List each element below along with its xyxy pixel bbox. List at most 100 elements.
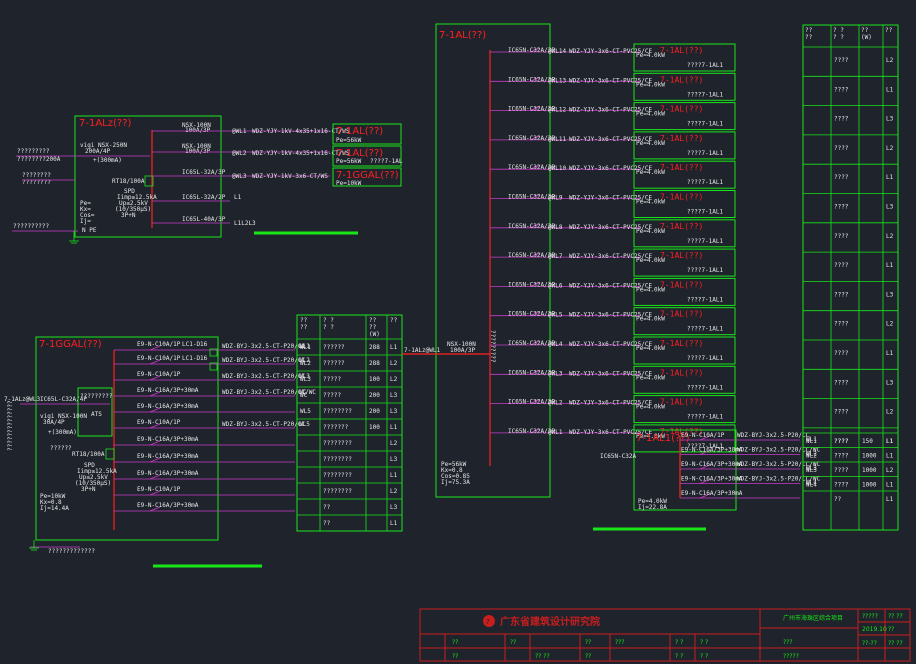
al-circuit-tag: @WL10 <box>548 165 566 172</box>
right-table-cell: L2 <box>886 321 894 328</box>
tb-cell-14: ????? <box>862 613 878 620</box>
ggal-table-header: ? ? <box>323 317 334 324</box>
alz-main-rating: 200A/4P <box>85 148 111 155</box>
al-feeder-box <box>633 43 736 72</box>
alz-b1r: 100A/3P <box>185 127 211 134</box>
al-breaker-label: IC65N-C32A/3P <box>508 428 555 435</box>
al1-table-cell: ?? <box>834 496 842 503</box>
right-table-header: ?? <box>805 27 813 34</box>
right-table-cell: L1 <box>886 438 894 445</box>
right-table-cell: ???? <box>834 291 849 298</box>
breaker-switch-icon <box>529 399 541 405</box>
tb-cell-2: ?? <box>452 653 458 660</box>
al-circuit-tag: @WL11 <box>548 136 566 143</box>
al-circuit-tag: @WL1 <box>548 429 563 436</box>
al-feeder-tag: ????7-1AL1 <box>687 209 724 216</box>
panel-al1-frame <box>633 429 737 511</box>
al-feeder-name: 7-1AL(??) <box>660 251 703 260</box>
right-table-cell: ???? <box>834 350 849 357</box>
al-circuit-tag: @WL3 <box>548 370 563 377</box>
ggal-breaker-label: E9-N-C10A/1P <box>137 341 181 348</box>
right-table-header: (W) <box>861 34 872 41</box>
breaker-switch-icon <box>149 407 161 413</box>
ggal-sub: ?????? <box>50 445 72 452</box>
al-feeder-name: 7-1AL(??) <box>660 193 703 202</box>
right-table-cell: L2 <box>886 145 894 152</box>
al-breaker-label: IC65N-C32A/3P <box>508 106 555 113</box>
ggal-cable-label: WDZ-BYJ-3x2.5-CT-P20/CC/WC <box>222 389 316 396</box>
al-feeder-name: 7-1AL(??) <box>660 134 703 143</box>
panel-ggal-title: 7-1GGAL(??) <box>39 339 102 350</box>
ggal-incoming-dwg: ?????????????? <box>7 400 14 451</box>
ggal-breaker-label: E9-N-C10A/1P <box>137 371 181 378</box>
alz-spd-model: RT18/100A <box>112 178 145 185</box>
al-feeder-tag: ????7-1AL1 <box>687 238 724 245</box>
alz-circuit-3: @WL3 <box>232 173 247 180</box>
panel-al1-title: 7-1AL1(??) <box>636 433 690 444</box>
al-breaker-label: IC65N-C32A/3P <box>508 281 555 288</box>
al-breaker-label: IC65N-C32A/3P <box>508 369 555 376</box>
al-feeder-box <box>633 131 736 160</box>
al-feeder-name: 7-1AL(??) <box>660 75 703 84</box>
al-main-rating: 100A/3P <box>450 347 476 354</box>
al1-table-cell: ???? <box>834 453 849 460</box>
al-feeder-tag: ????7-1AL1 <box>687 91 724 98</box>
right-table-cell: ???? <box>834 409 849 416</box>
al-feeder-box <box>633 365 736 394</box>
panel-al: 7-1AL(??) 7-1ALz@WL1 NSX-100N 100A/3P ??… <box>402 23 736 498</box>
panel-alz-frame <box>74 115 222 238</box>
ggal-circuit-tag: WL5 <box>299 421 310 428</box>
al-feeder-box <box>633 395 736 424</box>
ggal-breaker-label: E9-N-C10A/1P <box>137 419 181 426</box>
contactor-icon <box>209 362 218 371</box>
ggal-table-cell: ????? <box>323 392 341 399</box>
al-cable-label: WDZ-YJY-3x6-CT-PVC25/CE <box>569 195 652 202</box>
al-feeder-tag: ????7-1AL1 <box>687 296 724 303</box>
al-param-3: Cos=0.85 <box>441 473 470 480</box>
alz-circuit-2: @WL2 <box>232 150 247 157</box>
alz-b3: IC65L-32A/3P <box>182 169 226 176</box>
ggal-table-cell: 200 <box>369 392 380 399</box>
right-table-cell: ???? <box>834 86 849 93</box>
right-table-cell: L1 <box>886 262 894 269</box>
ggal-table-cell: L1 <box>390 472 398 479</box>
al-cable-label: WDZ-YJY-3x6-CT-PVC25/CE <box>569 429 652 436</box>
al1-table-cell: L1 <box>886 496 894 503</box>
ggal-table-header: ?? <box>369 324 377 331</box>
ggal-contactor-label: LC1-D16 <box>182 341 208 348</box>
al-feeder-box <box>633 160 736 189</box>
breaker-switch-icon <box>529 311 541 317</box>
ggal-param-1: Pe=10kW <box>40 493 66 500</box>
al-circuit-tag: @WL7 <box>548 253 563 260</box>
alz-feed-2-name: 7-1AL(??) <box>336 148 383 159</box>
tb-cell-5: ?? <box>585 639 591 646</box>
al-terminal: ????????? <box>489 330 496 363</box>
ggal-table-cell: L2 <box>390 488 398 495</box>
breaker-switch-icon <box>529 47 541 53</box>
al1-table-cell: 150 <box>862 438 873 445</box>
al-cable-label: WDZ-YJY-3x6-CT-PVC25/CE <box>569 282 652 289</box>
al1-table-cell: ???? <box>834 482 849 489</box>
al-feeder-pe: Pe=4.0kW <box>636 199 665 206</box>
al-cable-label: WDZ-YJY-3x6-CT-PVC25/CE <box>569 341 652 348</box>
al1-circuit-tag: WL1 <box>806 436 817 443</box>
al1-cable-label: WDZ-BYJ-3x2.5-P20/CC <box>737 432 810 439</box>
breaker-switch-icon <box>529 428 541 434</box>
al-cable-label: WDZ-YJY-3x6-CT-PVC25/CE <box>569 253 652 260</box>
ggal-table-cell: L2 <box>390 360 398 367</box>
ggal-cable-label: WDZ-BYJ-3x2.5-CT-P20/CC <box>222 421 305 428</box>
ggal-table-header: ?? <box>300 317 308 324</box>
alz-feed-box-1 <box>332 123 402 145</box>
tb-cell-3: ?? <box>510 639 516 646</box>
right-table-cell: ???? <box>834 262 849 269</box>
al-cable-label: WDZ-YJY-3x6-CT-PVC25/CE <box>569 312 652 319</box>
ggal-table-cell: ???????? <box>323 472 352 479</box>
al-circuit-tag: @WL9 <box>548 195 563 202</box>
breaker-switch-icon <box>149 423 161 429</box>
alz-spd-pole: 3P+N <box>121 212 136 219</box>
al-circuit-tag: @WL14 <box>548 48 566 55</box>
al-feeder-pe: Pe=4.0kW <box>636 228 665 235</box>
al-circuit-tag: @WL4 <box>548 341 563 348</box>
ggal-breaker-label: E9-N-C16A/3P+30mA <box>137 436 199 443</box>
